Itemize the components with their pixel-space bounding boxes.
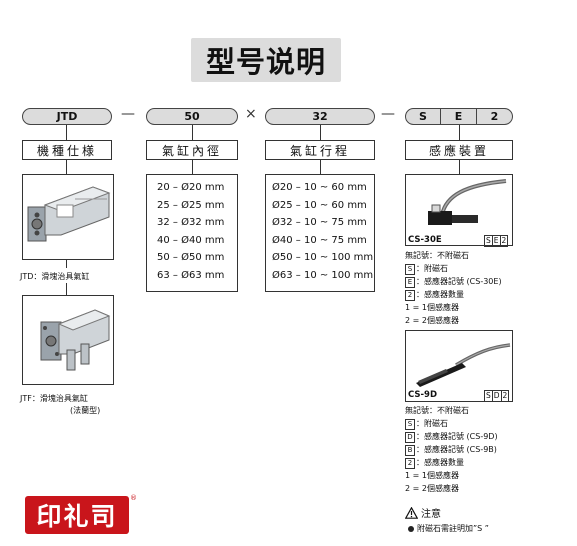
note-heading-text: 注意 <box>421 509 441 520</box>
note-text: 附磁石需註明加”S ” <box>417 524 489 533</box>
bore-list: 20 – Ø20 mm 25 – Ø25 mm 32 – Ø32 mm 40 –… <box>146 174 238 292</box>
connector <box>66 125 68 140</box>
note-text-row: 附磁石需註明加”S ” <box>408 522 489 535</box>
bore-item: 50 – Ø50 mm <box>157 252 225 263</box>
stroke-item: Ø40 – 10 ~ 75 mm <box>272 234 367 246</box>
legend-line: E：感應器記號 (CS-30E) <box>405 275 502 288</box>
header-stroke: 氣缸行程 <box>265 140 375 160</box>
cs9d-tag-s: S <box>486 391 491 400</box>
bore-item: 63 – Ø63 mm <box>157 269 225 281</box>
page-title: 型号说明 <box>191 38 341 82</box>
bore-item: 25 – Ø25 mm <box>157 199 225 211</box>
warning-icon <box>405 506 418 519</box>
cs9d-tag-d: D <box>491 391 500 401</box>
connector <box>192 125 194 140</box>
note-heading: 注意 <box>405 505 441 520</box>
cs30e-tag-s: S <box>486 236 491 245</box>
legend-line: 2 = 2個感應器 <box>405 484 459 493</box>
jtd-caption: JTD：滑塊治具氣缸 <box>20 272 90 281</box>
code-sensor-pill: S E 2 <box>405 108 513 125</box>
separator-dash-2: — <box>381 106 395 122</box>
connector <box>66 160 68 174</box>
header-spec: 機種仕様 <box>22 140 112 160</box>
legend-line: 2：感應器數量 <box>405 456 498 469</box>
stroke-item: Ø32 – 10 ~ 75 mm <box>272 217 367 228</box>
legend-line: S：附磁石 <box>405 417 498 430</box>
connector <box>459 125 461 140</box>
cs30e-name: CS-30E <box>408 235 442 245</box>
cs30e-sensor-image <box>405 174 513 246</box>
connector <box>320 125 322 140</box>
cs9d-legend: 無記號：不附磁石 S：附磁石 D：感應器記號 (CS-9D) B：感應器記號 (… <box>405 404 498 495</box>
stroke-item: Ø25 – 10 ~ 60 mm <box>272 199 367 211</box>
cs9d-name: CS-9D <box>408 390 438 400</box>
code-series-pill: JTD <box>22 108 112 125</box>
legend-line: 無記號：不附磁石 <box>405 406 469 415</box>
jtf-caption: JTF：滑塊治具氣缸 <box>20 394 88 403</box>
jtf-cylinder-image <box>22 295 114 385</box>
code-bore-pill: 50 <box>146 108 238 125</box>
code-stroke-pill: 32 <box>265 108 375 125</box>
cs30e-tag-2: 2 <box>499 236 507 246</box>
separator-times: × <box>245 106 257 122</box>
header-bore: 氣缸內徑 <box>146 140 238 160</box>
cs9d-tag: S D 2 <box>484 390 510 402</box>
bore-item: 20 – Ø20 mm <box>157 182 225 193</box>
code-sensor-e: E <box>441 108 477 125</box>
code-sensor-s: S <box>405 108 441 125</box>
jtd-cylinder-image <box>22 174 114 260</box>
legend-line: S：附磁石 <box>405 262 502 275</box>
connector <box>459 160 461 174</box>
legend-line: 1 = 1個感應器 <box>405 303 459 312</box>
connector <box>320 160 322 174</box>
legend-line: 2：感應器數量 <box>405 288 502 301</box>
legend-line: B：感應器記號 (CS-9B) <box>405 443 498 456</box>
cs30e-tag: S E 2 <box>484 235 509 247</box>
brand-seal-text: 印礼司 <box>36 502 118 531</box>
bore-item: 32 – Ø32 mm <box>157 217 225 228</box>
connector <box>66 260 68 268</box>
legend-line: D：感應器記號 (CS-9D) <box>405 430 498 443</box>
bullet-icon <box>408 525 414 532</box>
separator-dash-1: — <box>121 106 135 122</box>
legend-line: 2 = 2個感應器 <box>405 316 459 325</box>
stroke-item: Ø63 – 10 ~ 100 mm <box>272 269 374 281</box>
jtf-caption-sub: (法蘭型) <box>70 406 101 415</box>
cs30e-tag-e: E <box>491 236 499 246</box>
header-sensor: 感應裝置 <box>405 140 513 160</box>
bore-item: 40 – Ø40 mm <box>157 234 225 246</box>
stroke-item: Ø50 – 10 ~ 100 mm <box>272 252 374 263</box>
connector <box>192 160 194 174</box>
legend-line: 無記號：不附磁石 <box>405 251 469 260</box>
registered-mark: ® <box>130 494 137 502</box>
brand-seal: 印礼司 <box>25 496 129 534</box>
connector <box>66 283 68 295</box>
code-sensor-2: 2 <box>477 108 513 125</box>
legend-line: 1 = 1個感應器 <box>405 471 459 480</box>
stroke-list: Ø20 – 10 ~ 60 mm Ø25 – 10 ~ 60 mm Ø32 – … <box>265 174 375 292</box>
cs30e-legend: 無記號：不附磁石 S：附磁石 E：感應器記號 (CS-30E) 2：感應器數量 … <box>405 249 502 327</box>
stroke-item: Ø20 – 10 ~ 60 mm <box>272 182 367 193</box>
cs9d-tag-2: 2 <box>500 391 508 401</box>
